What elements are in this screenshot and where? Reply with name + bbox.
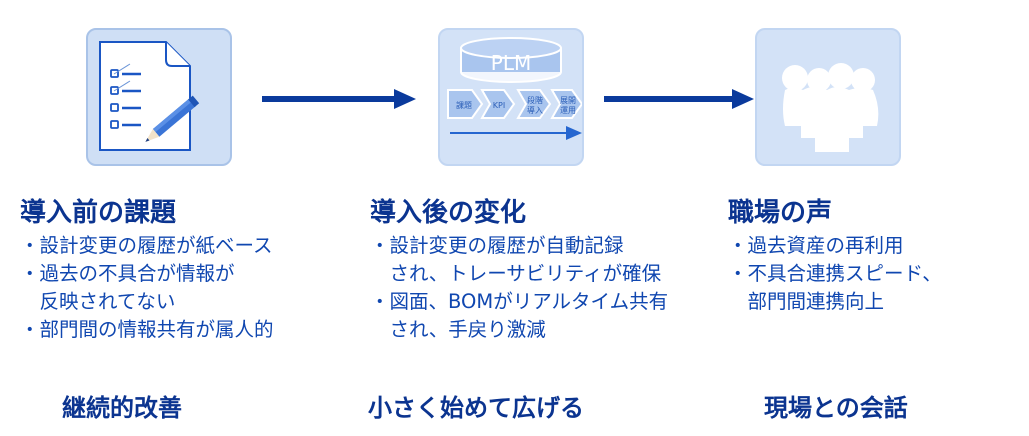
plm-label: PLM [491,51,531,75]
chevron-step-2 [480,89,516,119]
bullet-item: 反映されてない [20,290,176,313]
plm-process-icon: PLM 課題 KPI 段階 導入 展開 運用 [447,37,584,140]
stage-3-footer: 現場との会話 [764,394,908,422]
stage-2-title: 導入後の変化 [370,198,527,228]
bullet-item: ・設計変更の履歴が自動記録 [370,234,624,257]
stage-2-column: 導入後の変化 ・設計変更の履歴が自動記録 され、トレーサビリティが確保 ・図面、… [370,196,668,344]
stage-1-title: 導入前の課題 [20,198,177,228]
step-label-4a: 展開 [560,96,576,105]
flow-arrow-1 [262,89,416,109]
people-group-icon [782,63,879,152]
chevron-step-3 [516,89,552,119]
bullet-item: ・図面、BOMがリアルタイム共有 [370,290,669,313]
step-label-2: KPI [493,101,505,110]
timeline-arrow-head [566,126,582,140]
bullet-item: ・部門間の情報共有が属人的 [20,318,274,341]
stage-2-footer: 小さく始めて広げる [368,394,584,422]
stage-1-column: 導入前の課題 ・設計変更の履歴が紙ベース ・過去の不具合が情報が 反映されてない… [20,196,274,344]
flow-arrow-2 [604,89,754,109]
bullet-item: され、トレーサビリティが確保 [370,262,662,285]
stage-1-icon-card [86,28,232,166]
step-label-4b: 運用 [560,106,576,115]
process-chevrons: 課題 KPI 段階 導入 展開 運用 [447,89,584,119]
checklist-pencil-icon [99,41,200,151]
stage-1-bullets: ・設計変更の履歴が紙ベース ・過去の不具合が情報が 反映されてない ・部門間の情… [20,232,274,344]
bullet-item: ・過去資産の再利用 [728,234,904,257]
chevron-step-4 [550,89,584,119]
step-label-1: 課題 [456,100,472,110]
step-label-3a: 段階 [527,95,543,105]
step-label-3b: 導入 [527,105,543,115]
stage-2-bullets: ・設計変更の履歴が自動記録 され、トレーサビリティが確保 ・図面、BOMがリアル… [370,232,668,344]
bullet-item: 部門間連携向上 [728,290,885,313]
chevron-step-1 [447,89,484,119]
stage-3-title: 職場の声 [728,198,833,228]
stage-3-bullets: ・過去資産の再利用 ・不具合連携スピード、 部門間連携向上 [728,232,942,316]
bullet-item: ・設計変更の履歴が紙ベース [20,234,273,257]
stage-2-icon-card: PLM 課題 KPI 段階 導入 展開 運用 [438,28,584,166]
bullet-item: ・不具合連携スピード、 [728,262,942,285]
stage-3-icon-card [755,28,901,166]
stage-3-column: 職場の声 ・過去資産の再利用 ・不具合連携スピード、 部門間連携向上 [728,196,942,316]
bullet-item: ・過去の不具合が情報が [20,262,235,285]
stage-1-footer: 継続的改善 [62,394,182,422]
bullet-item: され、手戻り激減 [370,318,546,341]
